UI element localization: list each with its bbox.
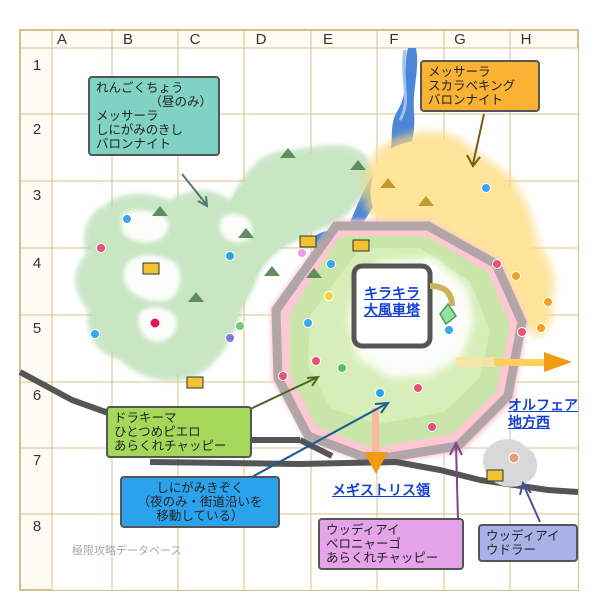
callout-line: メッサーラ <box>96 108 159 123</box>
column-header: B <box>122 31 133 48</box>
east-region-monster-callout: メッサーラ スカラベキング バロンナイト <box>420 60 540 112</box>
east-arrow-icon <box>544 352 572 372</box>
row-header: 8 <box>32 518 42 535</box>
callout-line: （夜のみ・街道沿いを <box>137 494 263 509</box>
row-header: 2 <box>32 121 42 138</box>
outer-ring-monster-callout: ウッディアイ ベロニャーゴ あらくれチャッピー <box>318 518 464 570</box>
column-header: F <box>389 31 399 48</box>
callout-line: ウッディアイ <box>326 522 400 537</box>
column-header: A <box>56 31 67 48</box>
row-header: 3 <box>32 187 42 204</box>
callout-arrows <box>181 113 541 523</box>
place-link-line[interactable]: 地方西 <box>508 415 550 431</box>
callout-line: 移動している） <box>156 508 244 523</box>
place-link-center[interactable]: キラキラ 大風車塔 <box>346 286 438 320</box>
place-link-south[interactable]: メギストリス領 <box>332 483 430 499</box>
column-header: G <box>454 31 466 48</box>
place-link-line[interactable]: キラキラ <box>364 286 420 302</box>
place-link-line[interactable]: 大風車塔 <box>364 303 420 319</box>
castle-walls <box>351 263 433 349</box>
column-header: C <box>189 31 201 48</box>
spawn-dots <box>90 183 553 464</box>
callout-line: バロンナイト <box>428 92 504 107</box>
place-link-line[interactable]: オルフェア <box>508 398 578 414</box>
callout-line: メッサーラ <box>428 64 491 79</box>
row-header: 5 <box>32 320 42 337</box>
callout-line: しにがみのきし <box>96 122 183 137</box>
row-header: 6 <box>32 387 42 404</box>
south-arrow-icon <box>364 452 388 474</box>
column-header: H <box>520 31 532 48</box>
mountain-icons <box>152 148 366 302</box>
southeast-monster-callout: ウッディアイ ウドラー <box>478 524 578 562</box>
hill-icons <box>380 178 434 206</box>
watermark-text: 極限攻略データベース <box>72 544 182 557</box>
windmill-tower-icon <box>439 302 458 326</box>
callout-line: あらくれチャッピー <box>326 550 439 565</box>
callout-line: ドラキーマ <box>114 410 177 425</box>
exit-arrows <box>364 352 572 474</box>
callout-line: バロンナイト <box>96 136 172 151</box>
column-header: D <box>255 31 267 48</box>
callout-line: れんごくちょう <box>96 80 184 95</box>
callout-line: スカラベキング <box>428 78 516 93</box>
west-region-monster-callout: れんごくちょう （昼のみ） メッサーラ しにがみのきし バロンナイト <box>88 76 220 156</box>
column-header: E <box>322 31 333 48</box>
callout-line: ウドラー <box>486 542 537 557</box>
treasure-chest-icons <box>142 235 504 482</box>
callout-line: あらくれチャッピー <box>114 438 227 453</box>
callout-line: ウッディアイ <box>486 528 560 543</box>
row-header: 4 <box>32 255 42 272</box>
central-ring <box>270 220 528 466</box>
night-roaming-monster-callout: しにがみきぞく （夜のみ・街道沿いを 移動している） <box>120 476 280 528</box>
inner-ring-monster-callout: ドラキーマ ひとつめピエロ あらくれチャッピー <box>106 406 252 458</box>
callout-line: ベロニャーゴ <box>326 536 402 551</box>
callout-line: （昼のみ） <box>149 94 212 109</box>
callout-line: しにがみきぞく <box>156 480 244 495</box>
place-link-east[interactable]: オルフェア 地方西 <box>508 398 600 432</box>
row-header: 1 <box>32 57 42 74</box>
row-header: 7 <box>32 452 42 469</box>
callout-line: ひとつめピエロ <box>114 424 201 439</box>
